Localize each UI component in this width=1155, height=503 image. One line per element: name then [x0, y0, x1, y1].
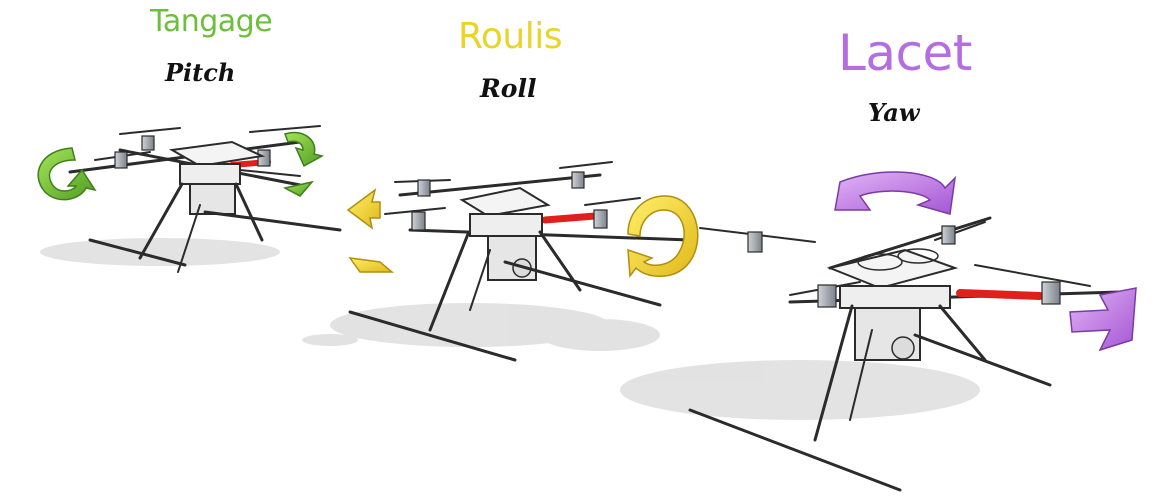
pitch-rotation-arrow-icon	[37, 131, 325, 201]
yaw-french-label: Lacet	[838, 24, 972, 82]
pitch-english-label: Pitch	[165, 58, 236, 87]
yaw-rotation-arrow-icon	[834, 171, 1137, 352]
roll-french-label: Roulis	[458, 16, 563, 57]
roll-rotation-arrow-icon	[346, 188, 699, 279]
ground-shadows	[40, 238, 980, 420]
quadcopter-drone-icon	[68, 125, 342, 273]
quadcopter-drone-icon	[688, 216, 1122, 492]
roll-english-label: Roll	[480, 74, 537, 103]
yaw-english-label: Yaw	[868, 98, 920, 127]
quadcopter-drone-icon	[348, 161, 816, 362]
pitch-french-label: Tangage	[150, 4, 273, 39]
